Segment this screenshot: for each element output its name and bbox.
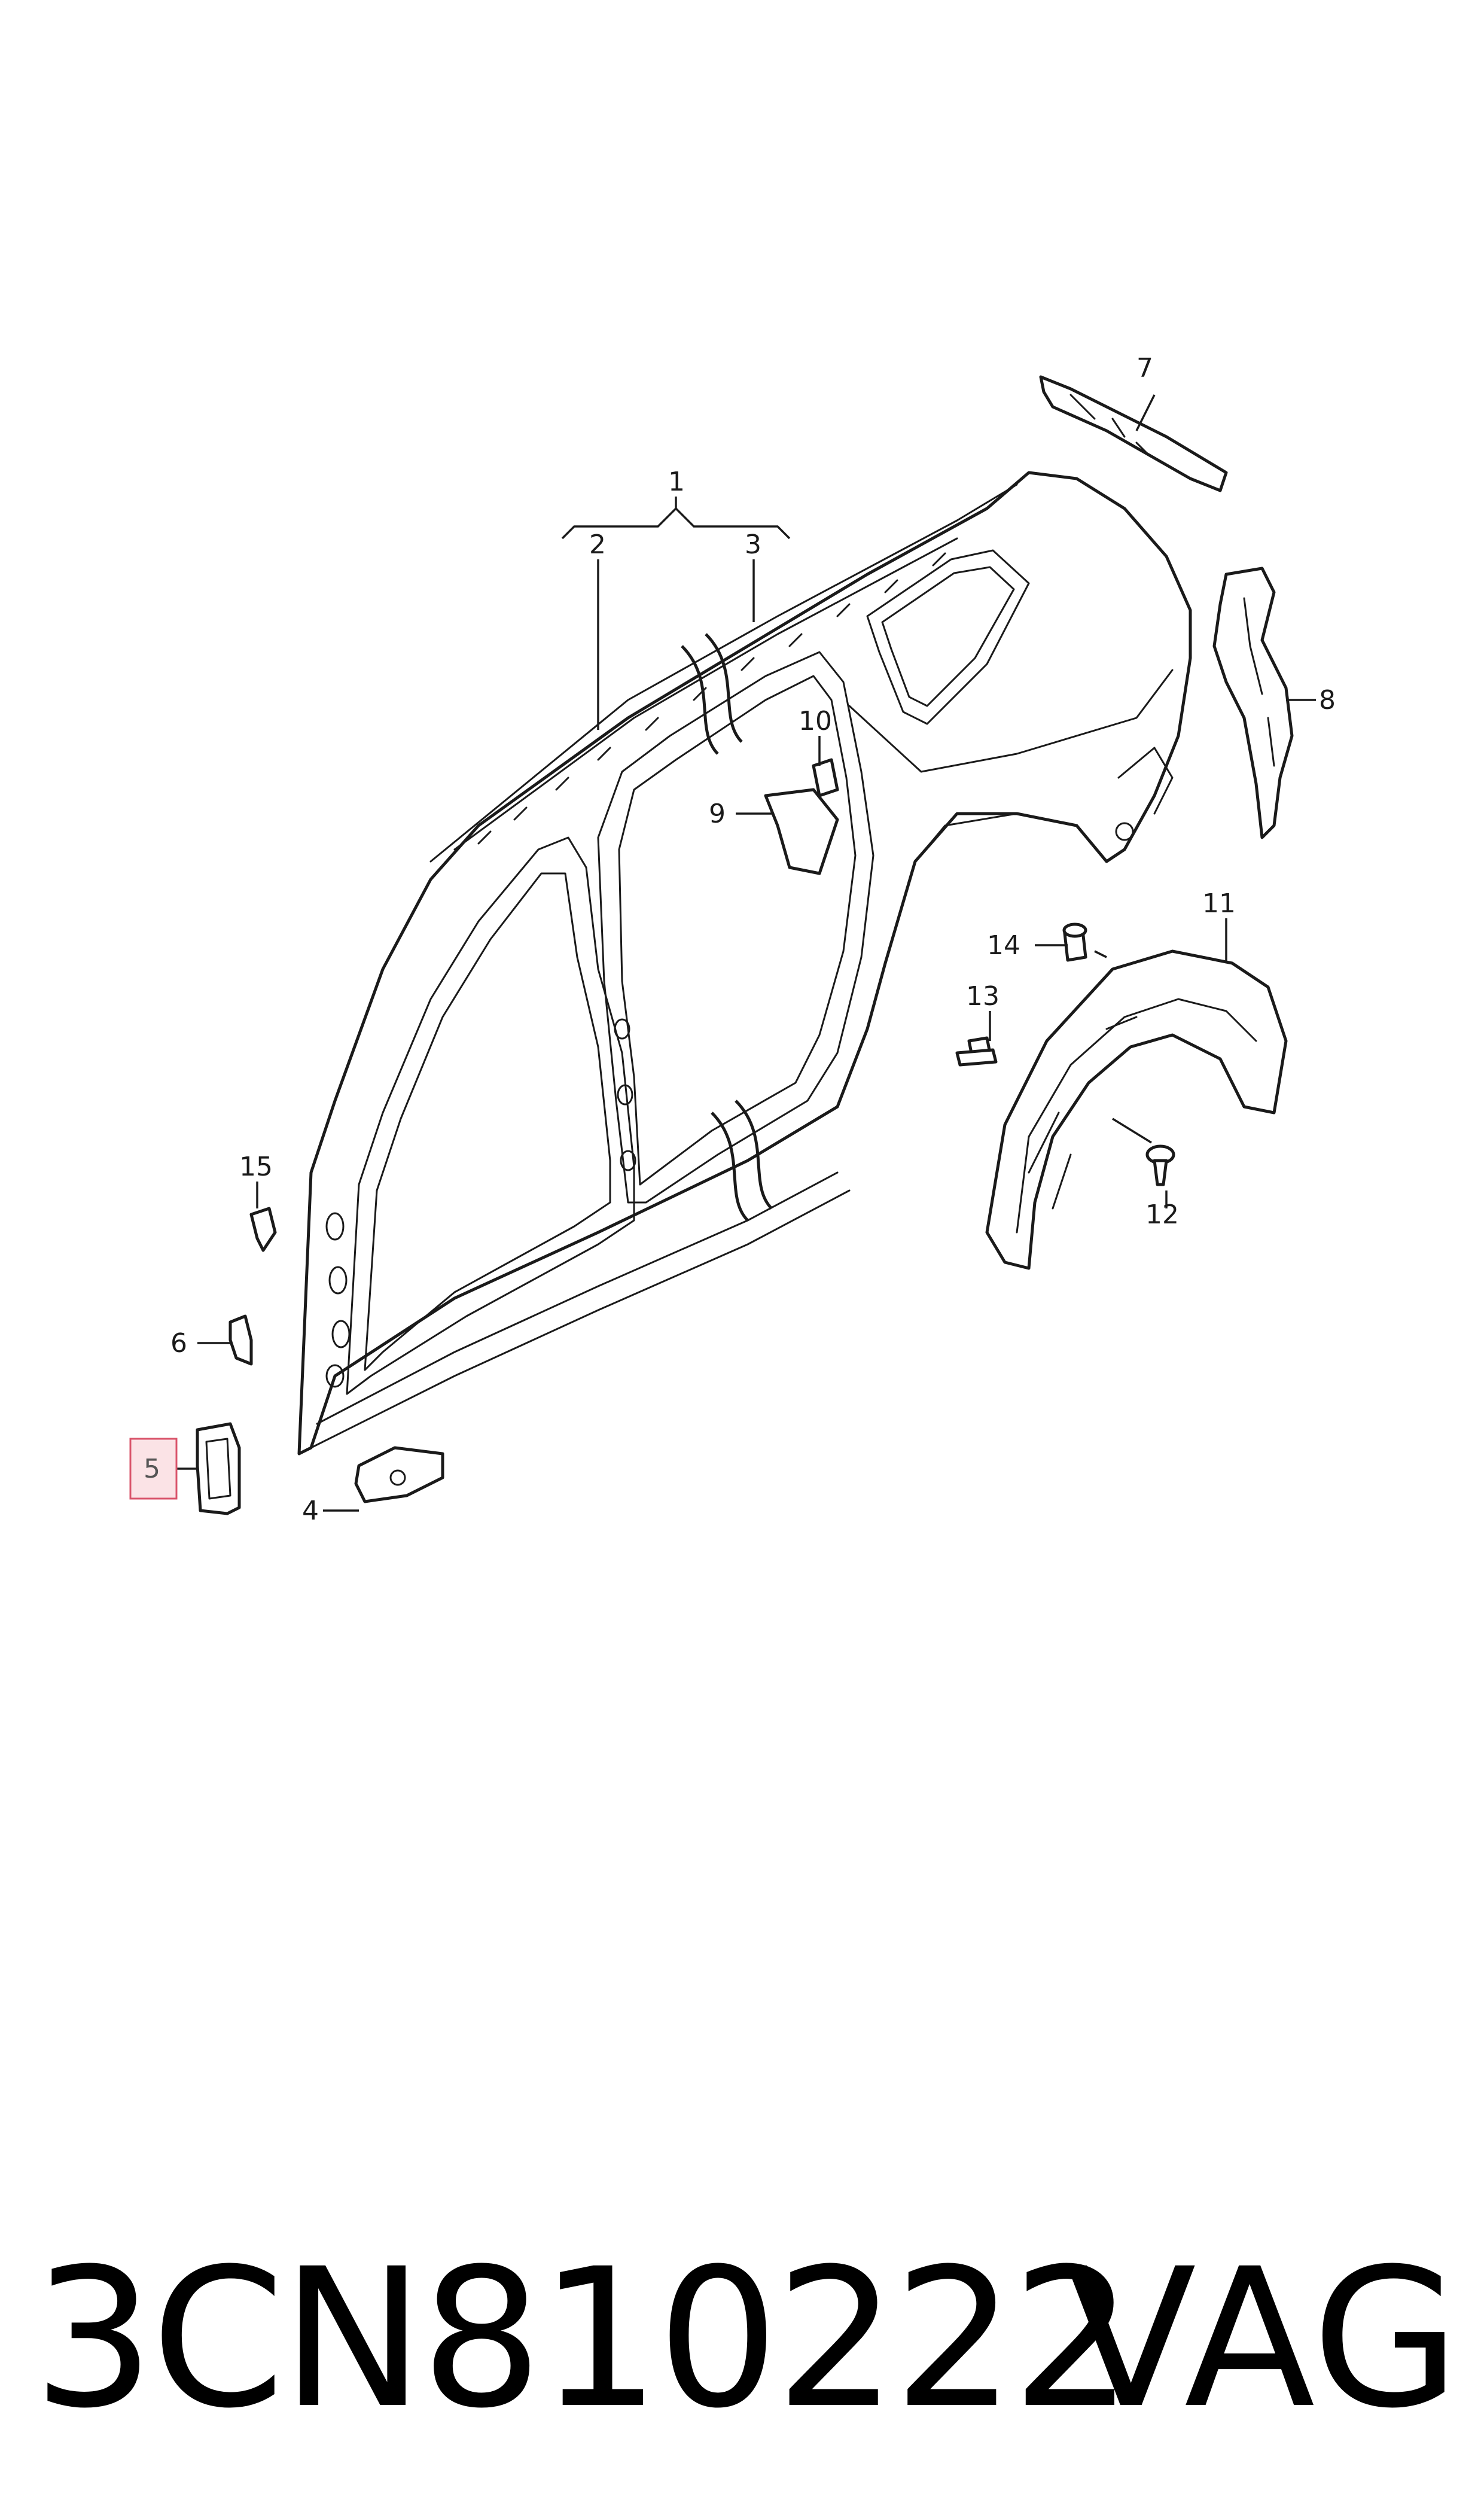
callout-11[interactable]: 11 bbox=[1202, 888, 1236, 919]
parts-diagram: 1 2 3 4 5 6 7 8 9 10 11 12 13 14 15 bbox=[129, 353, 1336, 1526]
callout-15[interactable]: 15 bbox=[239, 1152, 273, 1182]
callout-2[interactable]: 2 bbox=[589, 529, 606, 560]
callout-7[interactable]: 7 bbox=[1136, 353, 1153, 383]
caption-bar: 3CN810222 VAG bbox=[0, 2213, 1484, 2465]
callout-1[interactable]: 1 bbox=[668, 467, 685, 497]
part-13-clip bbox=[955, 1036, 998, 1067]
part-7-roof-bracket bbox=[1039, 375, 1228, 492]
break-mark-roof bbox=[681, 633, 743, 755]
part-12-screw bbox=[1145, 1144, 1175, 1186]
callout-5[interactable]: 5 bbox=[144, 1454, 160, 1484]
break-mark-sill bbox=[711, 1100, 773, 1222]
part-number: 3CN810222 bbox=[33, 2228, 1133, 2450]
part-10-bracket bbox=[812, 758, 839, 797]
part-14-nut bbox=[1062, 922, 1087, 962]
callout-10[interactable]: 10 bbox=[799, 706, 832, 736]
callout-12[interactable]: 12 bbox=[1145, 1199, 1179, 1230]
part-5-reinforcement bbox=[196, 1422, 241, 1515]
part-9-bracket bbox=[764, 788, 839, 875]
part-11-wheel-liner bbox=[985, 949, 1288, 1270]
callout-5-highlight bbox=[129, 1438, 178, 1500]
part-4-bracket bbox=[354, 1446, 444, 1503]
callout-14[interactable]: 14 bbox=[987, 930, 1020, 961]
callout-13[interactable]: 13 bbox=[966, 981, 1000, 1012]
callout-9[interactable]: 9 bbox=[709, 799, 726, 829]
callout-6[interactable]: 6 bbox=[170, 1328, 187, 1359]
leader-lines bbox=[176, 394, 1316, 1512]
part-6-bracket bbox=[228, 1314, 253, 1366]
callout-8[interactable]: 8 bbox=[1319, 685, 1336, 715]
callout-4[interactable]: 4 bbox=[302, 1496, 319, 1526]
brand-name: VAG bbox=[1065, 2228, 1460, 2450]
part-8-rear-bracket bbox=[1212, 567, 1294, 839]
side-panel-assembly bbox=[297, 471, 1192, 1456]
part-15-clip bbox=[249, 1207, 277, 1252]
callout-3[interactable]: 3 bbox=[745, 529, 761, 560]
